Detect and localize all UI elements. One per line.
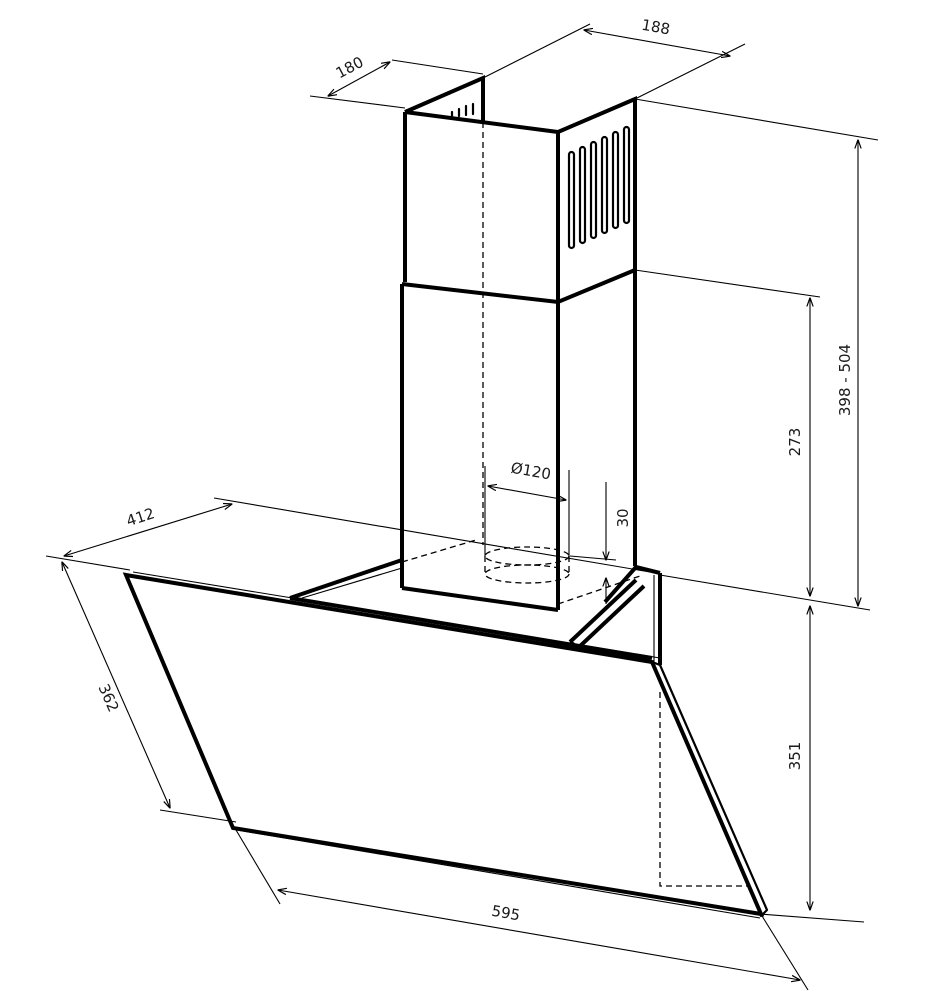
dim-label-398-504: 398 - 504 <box>836 344 854 416</box>
vent-slots-side <box>567 125 631 250</box>
dim-chimney-width: 188 <box>482 16 746 100</box>
dim-chimney-height-range: 398 - 504 <box>634 98 879 611</box>
dim-hood-height: 351 <box>759 606 865 923</box>
dim-label-595: 595 <box>490 902 521 925</box>
dim-label-188: 188 <box>640 16 671 39</box>
dim-glass-slope: 362 <box>62 562 237 823</box>
upper-chimney <box>403 74 637 300</box>
dim-chimney-depth: 180 <box>309 53 484 109</box>
lower-chimney <box>400 268 637 612</box>
canopy-top <box>289 539 662 666</box>
hood-geometry <box>122 74 769 919</box>
dim-label-412: 412 <box>124 504 157 530</box>
dim-label-273: 273 <box>786 428 804 457</box>
dim-lower-chimney-height: 273 <box>634 269 821 596</box>
vent-slots-rear <box>450 102 475 119</box>
dimension-lines: 180 188 398 - 504 273 Ø120 <box>45 16 879 991</box>
dim-label-362: 362 <box>95 681 123 714</box>
hood-rear-hidden <box>659 692 750 887</box>
dim-label-30: 30 <box>614 508 632 527</box>
dim-duct-collar: 30 <box>569 482 632 604</box>
dim-hood-width: 595 <box>235 829 809 991</box>
dim-label-d120: Ø120 <box>509 459 552 484</box>
dim-label-351: 351 <box>786 742 804 771</box>
